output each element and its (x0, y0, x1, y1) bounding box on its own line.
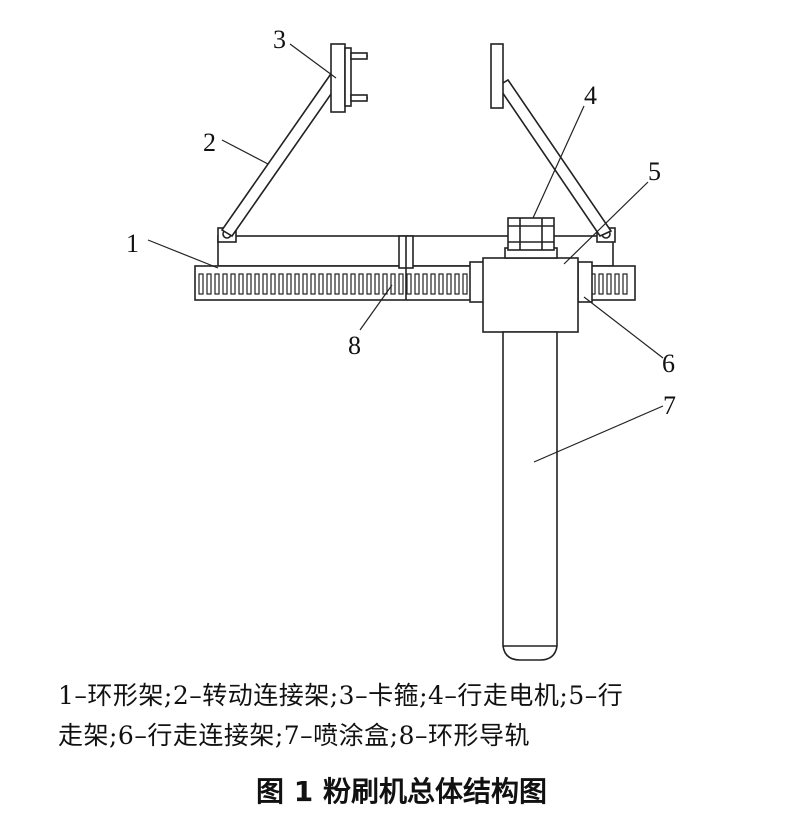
callout-8: 8 (348, 331, 361, 360)
rail-tooth (214, 273, 220, 295)
rail-tooth (230, 273, 236, 295)
left-clamp-jaw (344, 47, 352, 107)
rail-tooth (310, 273, 316, 295)
walking-motor (507, 217, 555, 251)
rail-tooth (446, 273, 452, 295)
right-walking-connector (577, 261, 593, 303)
rail-tooth (246, 273, 252, 295)
rail-tooth (382, 273, 388, 295)
rail-tooth (622, 273, 628, 295)
figure-caption: 图 1 粉刷机总体结构图 (256, 775, 547, 808)
legend-line-1: 1–环形架;2–转动连接架;3–卡箍;4–行走电机;5–行 (58, 681, 624, 710)
rail-tooth (390, 273, 396, 295)
rail-tooth (454, 273, 460, 295)
rail-tooth (438, 273, 444, 295)
rail-tooth (398, 273, 404, 295)
rail-tooth (278, 273, 284, 295)
callout-5: 5 (648, 157, 661, 186)
walking-frame (482, 257, 579, 333)
callout-7: 7 (663, 391, 676, 420)
rail-tooth (302, 273, 308, 295)
callout-6: 6 (662, 349, 675, 378)
rail-tooth (254, 273, 260, 295)
left-walking-connector (469, 261, 485, 303)
rail-tooth (414, 273, 420, 295)
rail-tooth (286, 273, 292, 295)
left-clamp-plate (330, 43, 346, 113)
rail-tooth (606, 273, 612, 295)
rail-tooth (222, 273, 228, 295)
right-clamp-plate (490, 43, 504, 109)
legend-line-2: 走架;6–行走连接架;7–喷涂盒;8–环形导轨 (58, 721, 530, 750)
rail-tooth (430, 273, 436, 295)
rail-tooth (198, 273, 204, 295)
rail-tooth (598, 273, 604, 295)
callout-1: 1 (126, 229, 139, 258)
rail-tooth (366, 273, 372, 295)
rail-tooth (262, 273, 268, 295)
right-rotating-arm (496, 78, 613, 238)
rail-tooth (342, 273, 348, 295)
rail-tooth (614, 273, 620, 295)
structure-diagram: 1 2 3 4 5 6 7 8 (126, 25, 676, 661)
left-rotating-arm (220, 66, 347, 238)
rail-tooth (350, 273, 356, 295)
rail-tooth (374, 273, 380, 295)
rail-tooth (406, 273, 412, 295)
leader-lines (147, 43, 664, 463)
spray-box (502, 331, 558, 661)
callout-3: 3 (273, 25, 286, 54)
callout-2: 2 (203, 128, 216, 157)
component-legend: 1–环形架;2–转动连接架;3–卡箍;4–行走电机;5–行 走架;6–行走连接架… (58, 676, 758, 756)
rail-tooth (238, 273, 244, 295)
rail-tooth (318, 273, 324, 295)
rail-tooth (326, 273, 332, 295)
rail-tooth (206, 273, 212, 295)
rail-tooth (270, 273, 276, 295)
rail-tooth (422, 273, 428, 295)
callout-4: 4 (584, 81, 597, 110)
rail-tooth (358, 273, 364, 295)
rail-tooth (462, 273, 468, 295)
rail-tooth (334, 273, 340, 295)
rail-tooth (294, 273, 300, 295)
